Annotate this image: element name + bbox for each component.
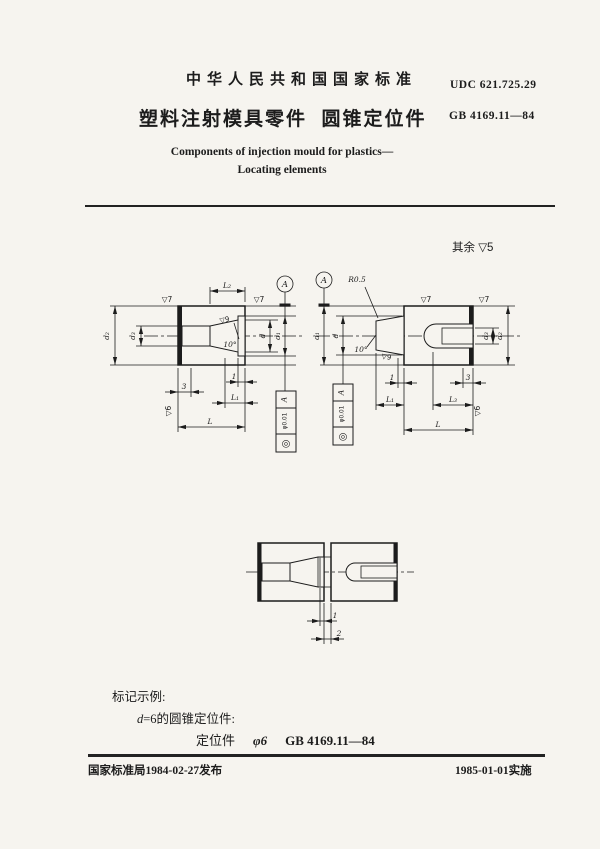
dim-label-1: 1 [390,373,395,382]
assembly-socket [289,556,325,588]
left-face-edge [178,306,182,365]
dim-label-d1: d₁ [312,332,321,340]
tol-frame-datum: A [337,389,346,396]
assembly-bore-left [261,562,291,582]
assembly-cavity-right [345,562,398,582]
finish-mark-7: ▽7 [162,295,173,304]
dim-label-1: 1 [232,372,237,381]
standard-number: GB 4169.11—84 [449,110,535,122]
surface-finish-note: 其余 ▽5 [452,239,493,255]
header-rule [85,205,555,207]
part-drawings: d₂ d₃ L₂ ▽7 ▽7 A d d₁ 10° [102,271,522,453]
dim-label-L: L [435,420,441,429]
footer-issued-date: 国家标准局1984-02-27发布 [88,765,223,777]
dim-label-L3: L₃ [448,395,457,404]
dim-label-angle: 10° [354,345,368,354]
finish-mark-7: ▽7 [254,295,265,304]
page-title: 塑料注射模具零件 圆锥定位件 [139,109,427,130]
dim-label-d3: d₃ [128,332,137,340]
finish-mark-7: ▽7 [421,295,432,304]
udc-number: UDC 621.725.29 [450,79,537,91]
marking-designation: 定位件 φ6 GB 4169.11—84 [196,730,375,749]
surface-note-value: ▽5 [478,242,494,254]
dim-label-d2: d₂ [495,332,504,340]
marking-d-symbol: d [137,712,144,726]
tol-frame-value: φ0.01 [283,412,289,429]
datum-letter: A [320,276,327,286]
datum-letter: A [281,280,288,290]
female-part-section: d₂ d₃ L₂ ▽7 ▽7 A d d₁ 10° [102,275,304,453]
dim-label-gap2: 2 [336,629,342,638]
national-standard-heading: 中华人民共和国国家标准 [186,71,418,88]
female-cone-socket [209,315,246,357]
concentricity-symbol: ◎ [282,439,291,450]
female-bore [181,325,211,347]
datum-tick [279,303,291,307]
male-part-section: R0.5 d₁ A d 10° ▽9 ▽7 ▽7 d₃ [312,271,522,446]
dim-label-d: d [331,333,340,338]
marking-example-title: 标记示例: [112,690,166,704]
dim-label-d2: d₂ [102,332,111,340]
designation-size: φ6 [253,733,268,748]
dim-label-L: L [207,417,213,426]
male-cavity [423,323,474,349]
footer-rule [88,754,545,757]
marking-example-desc: d=6的圆锥定位件: [137,708,235,727]
marking-desc-text: =6的圆锥定位件: [143,712,236,726]
designation-standard: GB 4169.11—84 [285,733,375,748]
designation-name: 定位件 [196,733,236,748]
finish-mark-6: ▽6 [473,406,482,417]
finish-mark-6: ▽6 [164,406,173,417]
datum-tick [318,303,330,307]
concentricity-symbol: ◎ [339,432,348,443]
assembled-section: 1 2 [246,542,414,644]
dim-label-L1: L₁ [385,395,394,404]
dim-label-radius: R0.5 [347,275,366,284]
dim-label-L1: L₁ [230,393,239,402]
finish-mark-7: ▽7 [479,295,490,304]
dim-label-d3: d₃ [481,332,490,340]
dim-label-d1: d₁ [273,332,282,340]
finish-mark-9: ▽9 [219,315,230,325]
dim-label-angle: 10° [223,340,237,349]
surface-note-label: 其余 [452,242,475,254]
finish-mark-9: ▽9 [381,352,392,362]
title-en-line1: Components of injection mould for plasti… [170,146,394,158]
male-cone [375,315,405,356]
dim-label-3: 3 [466,373,471,382]
dim-label-L2: L₂ [222,281,231,290]
title-en-line2: Locating elements [237,164,327,176]
footer-effective-date: 1985-01-01实施 [455,765,532,777]
tol-frame-value: φ0.01 [340,405,346,422]
male-bore [441,327,474,345]
tol-frame-datum: A [280,396,289,403]
dim-label-3: 3 [182,382,187,391]
assembly-drawing: 1 2 [246,542,414,644]
dim-label-d: d [258,333,267,338]
dim-label-gap1: 1 [333,611,338,620]
